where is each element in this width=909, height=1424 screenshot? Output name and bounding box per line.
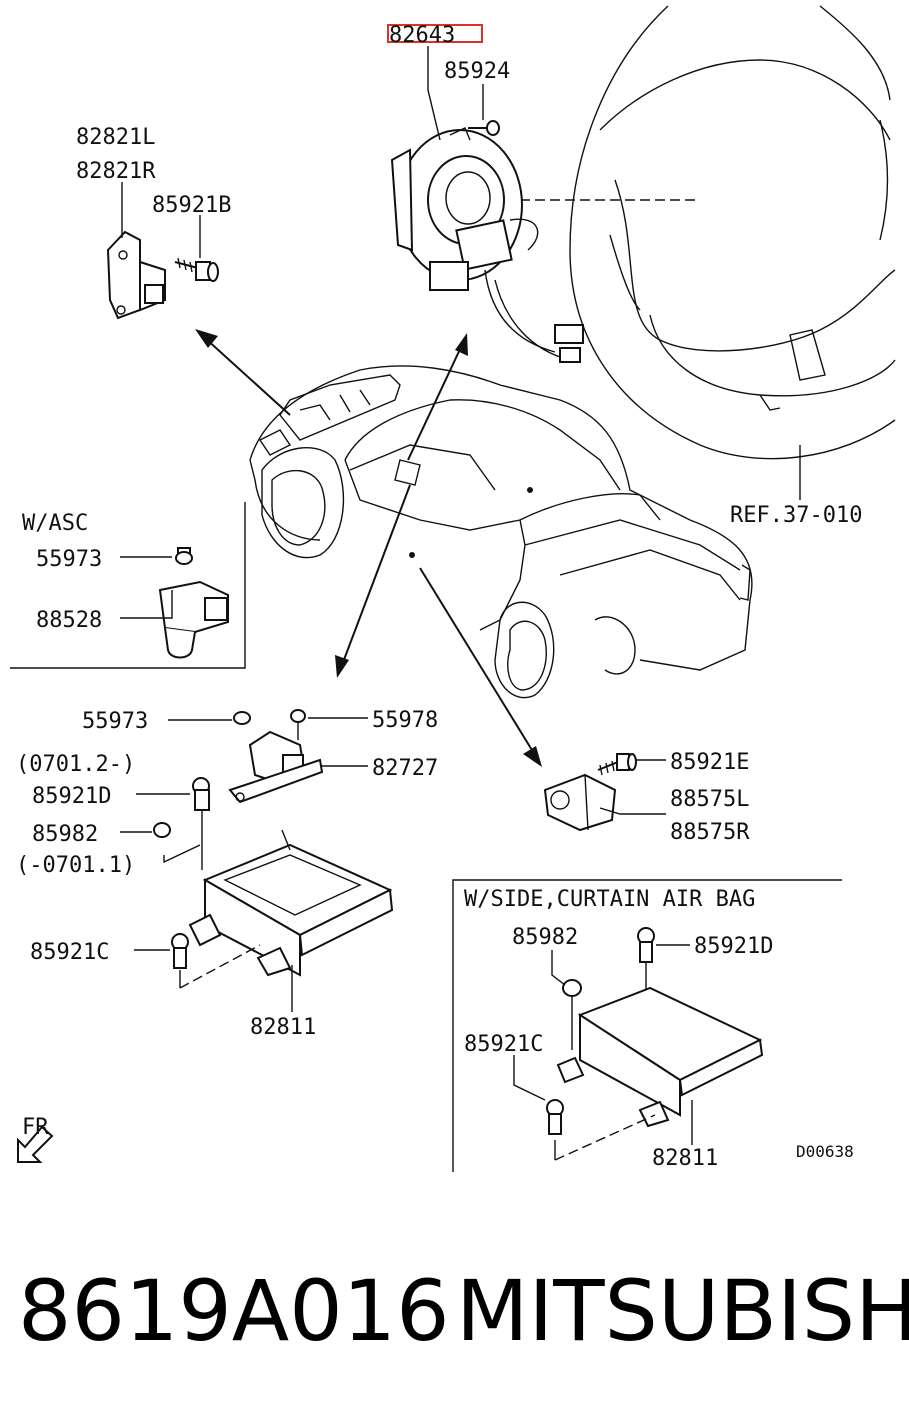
label-82811: 82811 (250, 1015, 316, 1040)
steering-wheel (520, 5, 896, 500)
clock-spring (390, 127, 584, 363)
side-curtain-box (452, 879, 842, 1172)
label-date-from: (0701.2-) (16, 752, 135, 777)
side-impact-sensor (543, 753, 637, 832)
label-88528: 88528 (36, 608, 102, 633)
location-arrows (195, 329, 542, 767)
label-85921d-side: 85921D (694, 934, 773, 959)
front-direction-arrow (17, 1125, 54, 1163)
g-sensor (228, 709, 324, 804)
asc-box (10, 502, 246, 669)
label-85921c: 85921C (30, 940, 109, 965)
label-85921c-side: 85921C (464, 1032, 543, 1057)
vehicle-outline (249, 365, 753, 699)
label-82643: 82643 (389, 23, 455, 48)
label-ref: REF.37-010 (730, 503, 862, 528)
label-85982-side: 85982 (512, 925, 578, 950)
label-82811-side: 82811 (652, 1146, 718, 1171)
label-date-to: (-0701.1) (16, 853, 135, 878)
part-number: 8619A016 (18, 1262, 450, 1360)
label-55973-asc: 55973 (36, 547, 102, 572)
front-impact-sensor (106, 230, 167, 320)
label-fr: FR (22, 1115, 49, 1140)
label-55973: 55973 (82, 709, 148, 734)
label-drawing-code: D00638 (796, 1142, 854, 1161)
label-w-asc: W/ASC (22, 511, 88, 536)
label-82727: 82727 (372, 756, 438, 781)
label-88575r: 88575R (670, 820, 750, 845)
label-88575l: 88575L (670, 787, 749, 812)
brand-name: MITSUBISHI (456, 1262, 909, 1360)
screw-85924 (468, 120, 500, 136)
label-82821r: 82821R (76, 159, 156, 184)
label-82821l: 82821L (76, 125, 155, 150)
footer: 8619A016 MITSUBISHI (0, 1262, 909, 1382)
label-85921d: 85921D (32, 784, 111, 809)
highlight-box (387, 24, 483, 43)
airbag-module-main (153, 777, 394, 989)
label-85924: 85924 (444, 59, 510, 84)
bolt-85921b (174, 257, 219, 282)
label-85982: 85982 (32, 822, 98, 847)
label-side-curtain: W/SIDE,CURTAIN AIR BAG (464, 887, 755, 912)
label-85921e: 85921E (670, 750, 749, 775)
label-55978: 55978 (372, 708, 438, 733)
leader-lines (120, 46, 693, 1145)
parts-diagram: 82643 85924 82821L 82821R 85921B REF.37-… (10, 5, 896, 1172)
label-85921b: 85921B (152, 193, 231, 218)
